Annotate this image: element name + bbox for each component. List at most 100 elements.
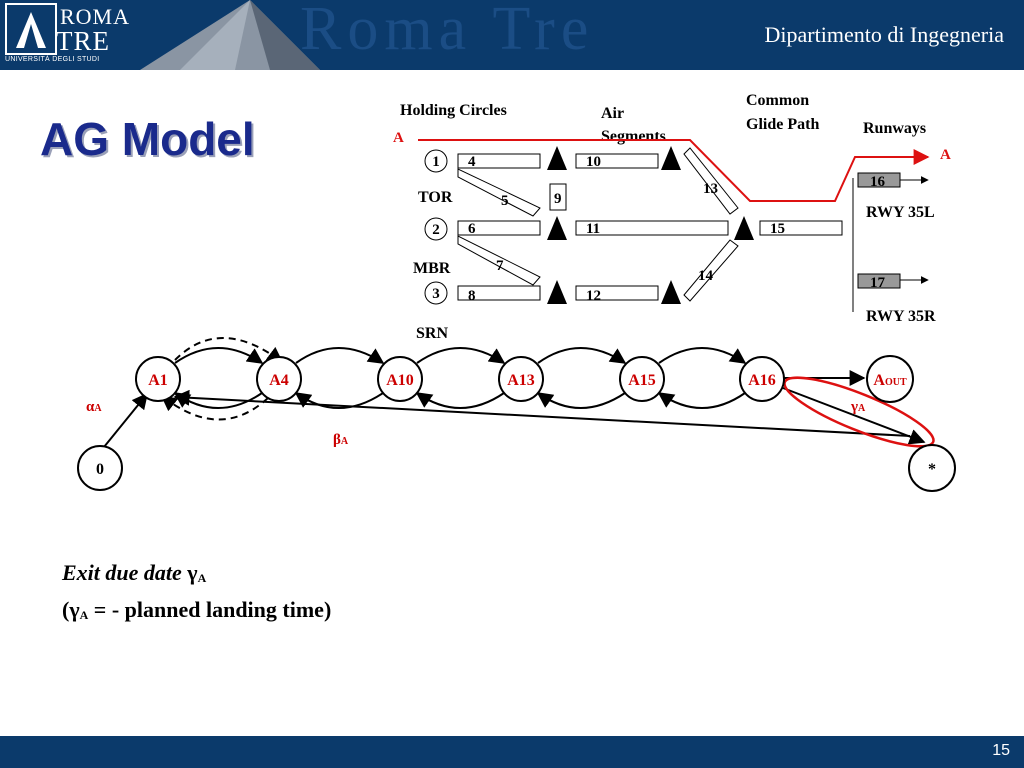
alpha-label: αA (86, 399, 102, 415)
footer-bar: 15 (0, 736, 1024, 768)
svg-text:0: 0 (96, 461, 104, 478)
segment-5 (457, 168, 541, 217)
svg-text:AOUT: AOUT (873, 372, 907, 389)
logo-university-text: UNIVERSITÀ DEGLI STUDI (5, 56, 100, 63)
waypoint-triangle-icon (547, 216, 567, 240)
beta-label: βA (333, 432, 349, 448)
heading-air-line1: Air (601, 105, 624, 122)
caption: Exit due date γA (γA = - planned landing… (62, 556, 331, 630)
segment-14-label: 14 (698, 268, 714, 284)
node-a10: A10 (377, 356, 423, 402)
arc-a15-a16 (658, 347, 747, 364)
entry-point-srn: SRN (416, 325, 448, 342)
svg-text:2: 2 (432, 222, 440, 238)
segment-12-label: 12 (586, 288, 601, 304)
heading-air-line2: Segments (601, 128, 666, 145)
node-a1: A1 (135, 356, 181, 402)
arc-a1-a4 (174, 347, 264, 364)
caption-line1-sub: A (197, 571, 207, 585)
arc-a4-a10 (295, 347, 385, 364)
entry-point-mbr: MBR (413, 260, 451, 277)
runway-17-name: RWY 35R (866, 308, 936, 325)
caption-line2-close: ) (323, 597, 332, 622)
page-number: 15 (992, 742, 1010, 759)
university-logo: ROMA TRE UNIVERSITÀ DEGLI STUDI (0, 0, 131, 70)
gamma-label: γA (850, 399, 866, 415)
runway-16-box (857, 172, 901, 188)
runway-17-box (857, 273, 901, 289)
segment-7 (457, 235, 541, 286)
arc-a13-a10 (415, 392, 505, 409)
arc-a10-a4 (294, 392, 384, 409)
svg-text:A15: A15 (628, 372, 656, 389)
caption-line2-text: = - planned landing time (88, 597, 324, 622)
waypoint-triangle-icon (547, 146, 567, 170)
segment-6 (457, 220, 541, 236)
node-a15: A15 (619, 356, 665, 402)
svg-text:*: * (928, 461, 936, 478)
dashed-arc-top (174, 337, 284, 363)
highlight-ellipse (783, 376, 935, 448)
svg-text:A1: A1 (148, 372, 168, 389)
waypoint-triangle-icon (661, 146, 681, 170)
caption-line1: Exit due date γA (62, 556, 331, 593)
caption-line2-sub: A (79, 608, 89, 622)
caption-line1-symbol: γ (187, 560, 198, 585)
segment-15-label: 15 (770, 221, 785, 237)
logo-roma-text: ROMA (60, 4, 131, 29)
segment-8 (457, 285, 541, 301)
arc-a15-a13 (536, 392, 626, 409)
segment-10 (575, 153, 659, 169)
svg-text:1: 1 (432, 154, 440, 170)
segment-5-label: 5 (501, 193, 509, 209)
segment-6-label: 6 (468, 221, 476, 237)
node-a4: A4 (256, 356, 302, 402)
svg-text:A10: A10 (386, 372, 414, 389)
holding-circle-2: 2 (424, 217, 448, 241)
header-watermark: Roma Tre (300, 0, 595, 63)
route-label-a-left: A (393, 130, 404, 146)
segment-14 (683, 239, 739, 302)
department-name: Dipartimento di Ingegneria (764, 22, 1004, 47)
segment-9-label: 9 (554, 191, 562, 207)
header-bar: ROMA TRE UNIVERSITÀ DEGLI STUDI Roma Tre… (0, 0, 1024, 70)
arc-a10-a13 (416, 347, 506, 364)
arc-a16-end (782, 387, 926, 445)
segment-15 (759, 220, 843, 236)
segment-13-label: 13 (703, 181, 718, 197)
segment-4 (457, 153, 541, 169)
segment-11 (575, 220, 729, 236)
caption-line2: (γA = - planned landing time) (62, 593, 331, 630)
ag-model-diagram: Holding Circles Air Segments Common Glid… (77, 92, 956, 492)
segment-12 (575, 285, 659, 301)
arc-end-a1 (173, 389, 911, 437)
caption-line2-open: ( (62, 597, 70, 622)
entry-point-tor: TOR (418, 189, 453, 206)
runway-16-name: RWY 35L (866, 204, 935, 221)
svg-text:A16: A16 (748, 372, 776, 389)
runway-16-id: 16 (870, 174, 886, 190)
caption-line2-symbol: γ (69, 597, 80, 622)
segment-10-label: 10 (586, 154, 601, 170)
slide-title: AG Model (40, 113, 255, 165)
heading-glide-line2: Glide Path (746, 116, 819, 133)
svg-text:A13: A13 (507, 372, 535, 389)
node-a13: A13 (498, 356, 544, 402)
holding-circle-1: 1 (424, 149, 448, 173)
pyramid-illustration (140, 0, 320, 70)
segment-13 (683, 147, 739, 215)
node-end: * (908, 444, 956, 492)
arc-a16-a15 (657, 392, 746, 409)
segment-7-label: 7 (496, 258, 504, 274)
heading-glide-line1: Common (746, 92, 809, 109)
segment-8-label: 8 (468, 288, 476, 304)
runway-17-id: 17 (870, 275, 886, 291)
waypoint-triangle-icon (661, 280, 681, 304)
heading-runways: Runways (863, 120, 926, 137)
arc-a13-a15 (537, 347, 627, 364)
segment-11-label: 11 (586, 221, 600, 237)
holding-circle-3: 3 (424, 281, 448, 305)
route-line (418, 139, 930, 202)
heading-holding-circles: Holding Circles (400, 102, 507, 119)
node-a16: A16 (739, 356, 785, 402)
